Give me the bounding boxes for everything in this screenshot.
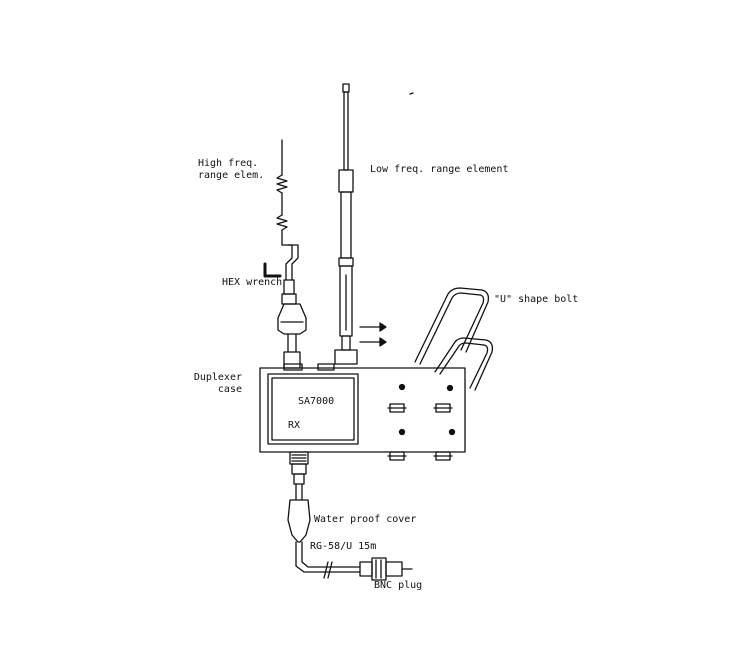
label-model: SA7000 (298, 396, 335, 407)
label-hex-wrench: HEX wrench (222, 277, 283, 288)
stray-mark (409, 92, 414, 95)
label-cable: RG-58/U 15m (310, 541, 377, 552)
u-shape-bolts (414, 287, 494, 391)
bnc-plug (359, 557, 413, 581)
label-bnc: BNC plug (374, 580, 423, 591)
screws (359, 322, 387, 347)
water-proof-cover (287, 499, 311, 543)
hex-wrench (263, 262, 282, 278)
low-freq-element (334, 83, 358, 365)
high-freq-element (276, 139, 307, 369)
label-u-bolt: "U" shape bolt (494, 294, 579, 305)
mounting-bolts (387, 383, 456, 461)
label-duplexer: Duplexer case (193, 372, 242, 395)
label-rx: RX (288, 420, 301, 431)
coax-cable (295, 541, 361, 579)
label-waterproof: Water proof cover (314, 514, 417, 525)
duplexer-case (259, 363, 466, 453)
label-high-freq: High freq. range elem. (198, 158, 265, 181)
label-low-freq: Low freq. range element (370, 164, 509, 175)
rx-connector (289, 451, 309, 501)
